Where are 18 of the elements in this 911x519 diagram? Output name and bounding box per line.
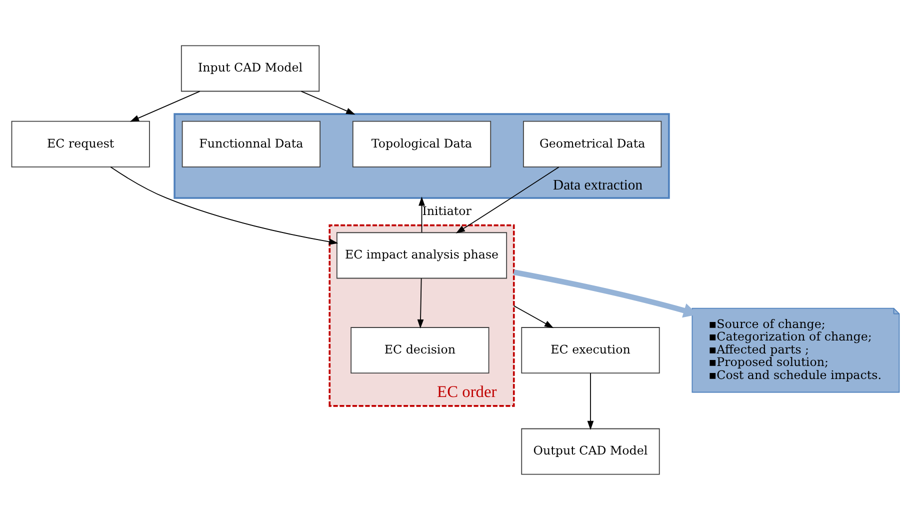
arrow — [130, 90, 200, 122]
node-box: Input CAD Model — [180, 44, 320, 92]
node-box: EC execution — [521, 326, 660, 374]
arrow — [418, 196, 425, 232]
arrow — [513, 304, 554, 328]
node-box: Topological Data — [352, 120, 492, 167]
arrow — [417, 277, 424, 328]
node-box: Geometrical Data — [523, 120, 662, 167]
node-box: EC decision — [350, 326, 490, 374]
arrow — [456, 166, 560, 233]
arrow — [110, 166, 338, 244]
node-box: Output CAD Model — [521, 428, 660, 474]
node-box: EC request — [11, 120, 150, 167]
arrow — [587, 372, 594, 430]
arrow — [300, 90, 356, 114]
edge-label: Initiator — [422, 203, 472, 218]
node-box: EC impact analysis phase — [336, 232, 508, 278]
node-box: Functionnal Data — [182, 120, 320, 167]
